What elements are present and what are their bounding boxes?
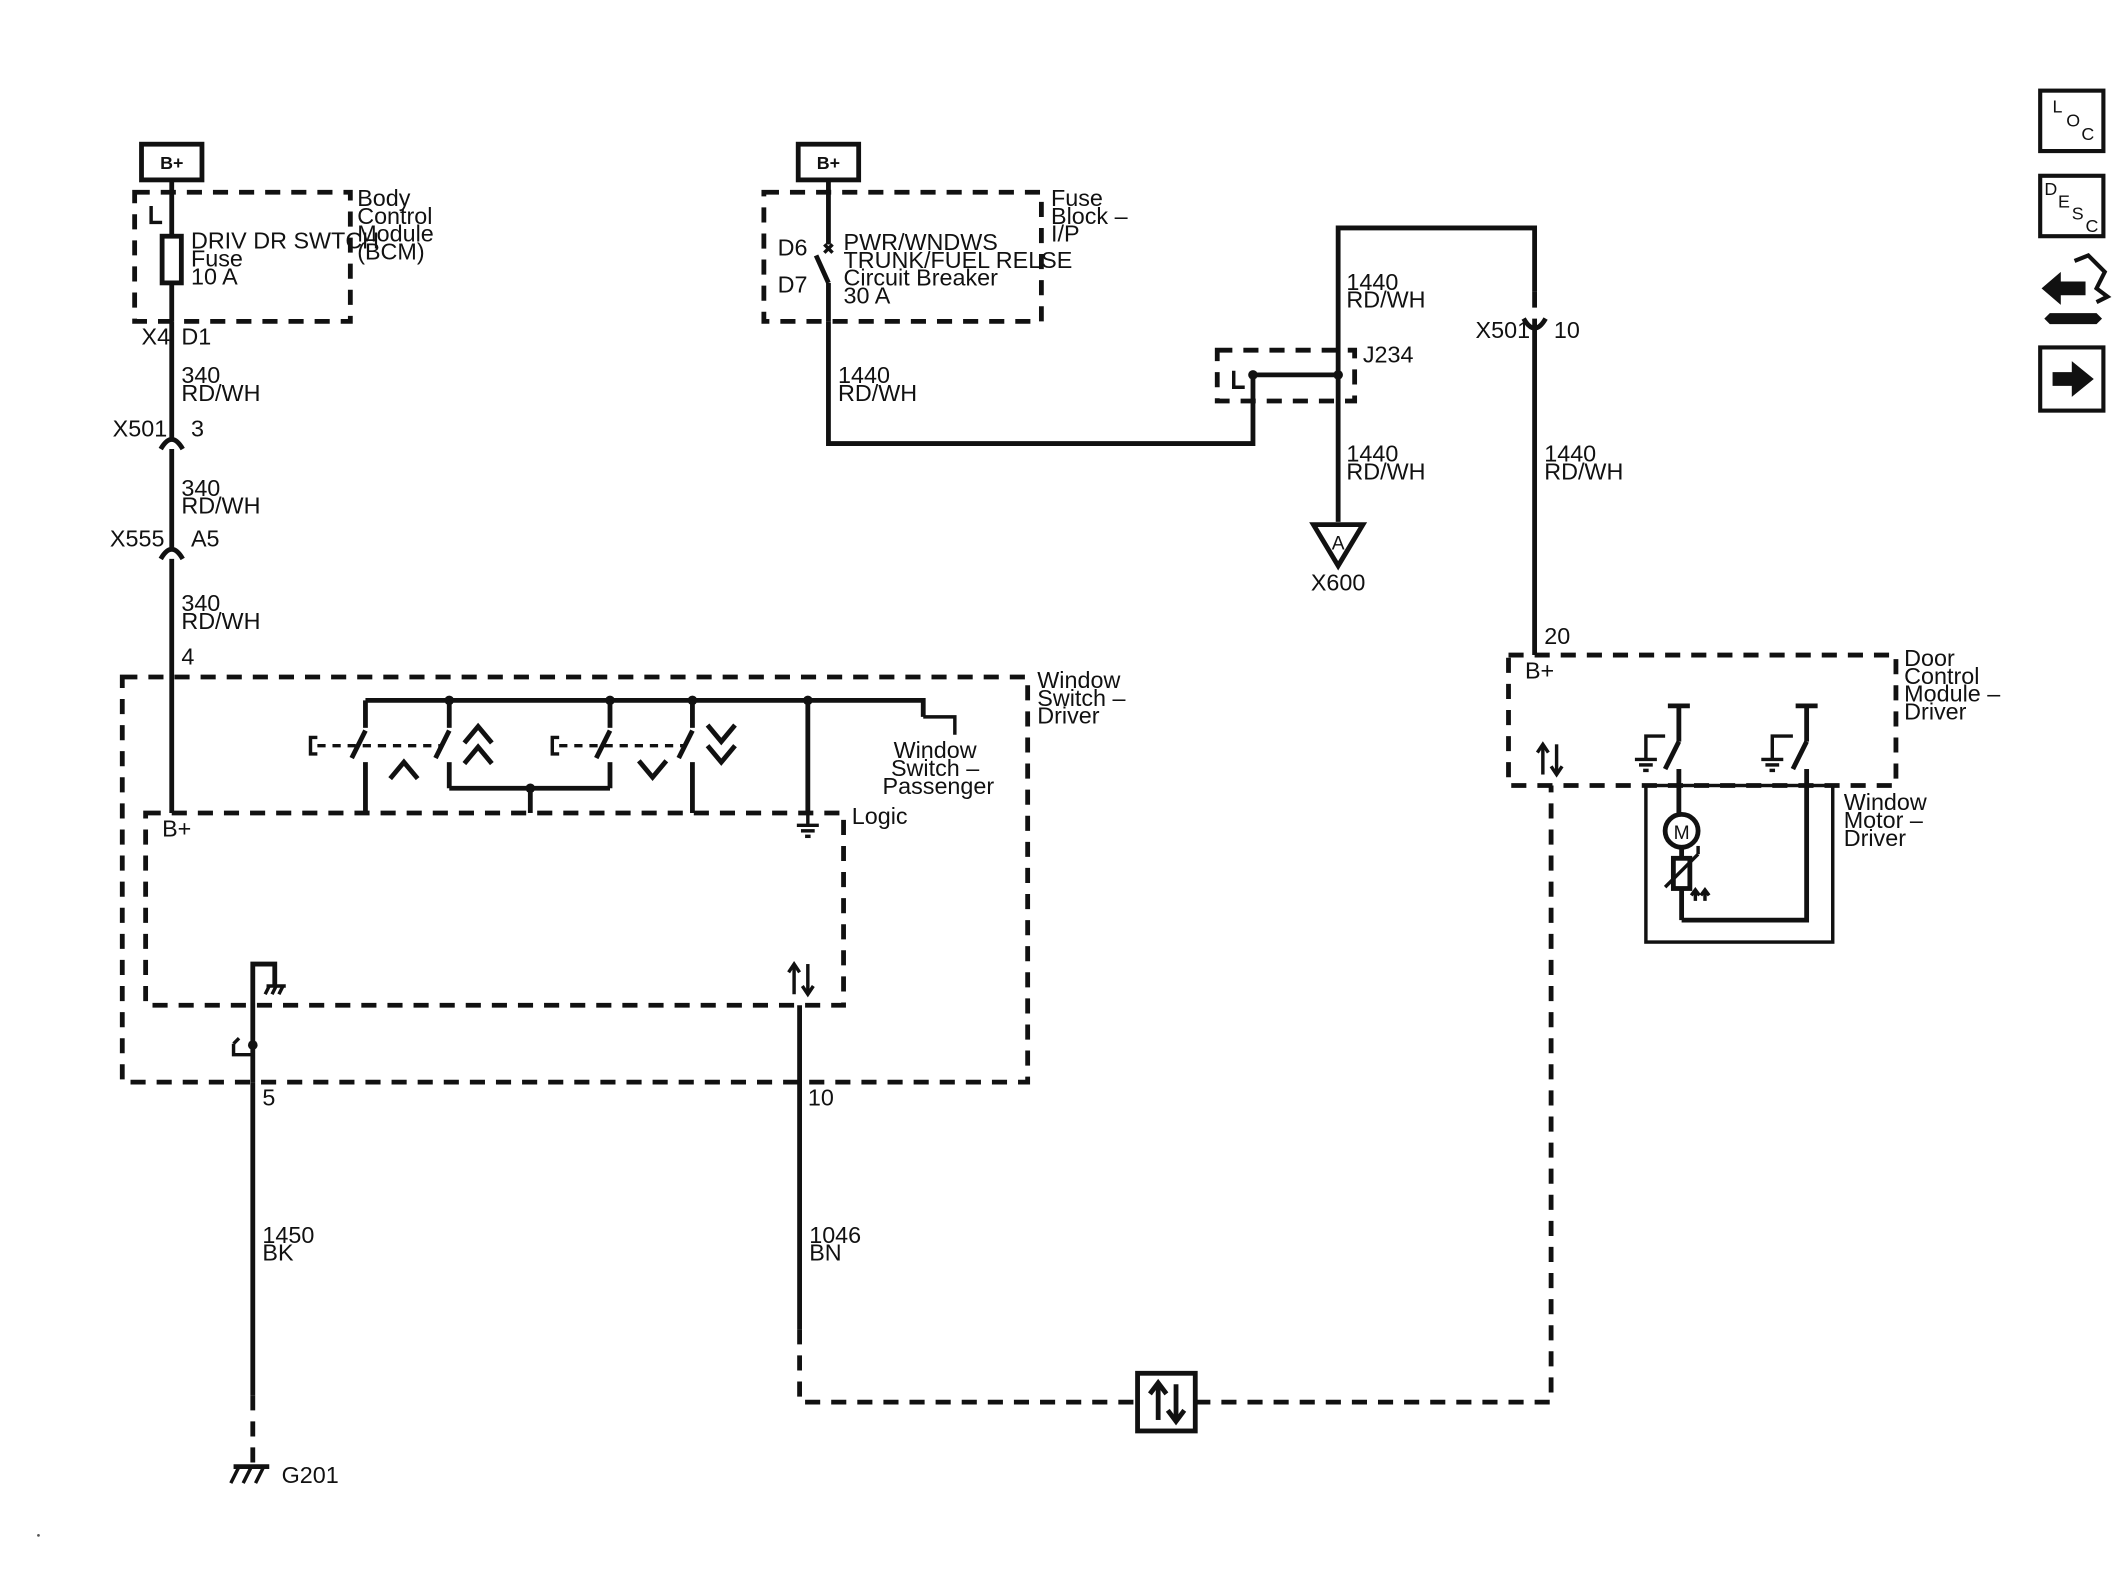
fuse-block-label: Fuse Block – I/P [1051,185,1134,247]
wire-1046-label: 1046 BN [809,1222,867,1266]
window-motor-driver: Window Motor – Driver M [1644,783,1934,944]
fuse-block-pin-d7: D7 [778,272,808,298]
svg-text:X501: X501 [1476,317,1531,343]
circuit-breaker-label: PWR/WNDWS TRUNK/FUEL RELSE Circuit Break… [844,229,1079,309]
serial-data-link-right [1195,785,1554,1405]
switch-down-contact [594,729,613,760]
window-switch-driver-label: Window Switch – Driver [1037,667,1132,729]
window-switch-passenger-label: Window Switch – Passenger [883,737,995,799]
svg-text:X555: X555 [110,526,165,552]
wire-1440-fuse-feed [826,321,1256,446]
next-arrow-icon[interactable] [2038,345,2106,413]
logic-chassis-ground-icon [263,984,286,996]
switch-express-up-contact [433,729,452,760]
svg-text:10: 10 [1554,317,1580,343]
wire-340-label-3: 340 RD/WH [181,590,260,634]
wire-1450-label: 1450 BK [262,1222,320,1266]
serial-data-link-left [797,1329,1138,1405]
express-down-arrow-icon [705,723,737,766]
window-switch-driver: Window Switch – Driver [119,667,1132,1085]
svg-text:L: L [2053,97,2063,117]
up-arrow-icon [388,758,420,781]
wire-340-label-1: 340 RD/WH [181,362,260,406]
connector-x501-left: X501 3 [113,416,204,451]
dcm-serial-data-icon [1535,741,1564,778]
serial-data-bus-icon [1135,1370,1198,1434]
circuit-breaker-symbol [813,254,831,284]
connector-x555: X555 A5 [110,526,220,561]
pin-d1-label: D1 [181,324,211,350]
wire-1440-loop [1335,225,1538,522]
logic-serial-data-icon [787,960,815,998]
switch-up-contact [349,729,368,760]
bcm-label: Body Control Module (BCM) [357,185,440,265]
window-switch-pin-10: 10 [808,1084,834,1110]
description-icon[interactable]: D E S C [2038,173,2106,239]
svg-text:B+: B+ [160,153,183,173]
logic-box [143,810,846,1008]
window-switch-pin-5: 5 [262,1084,275,1110]
wire-1440-label-1: 1440 RD/WH [838,362,917,406]
conn-x4-label: X4 [142,324,171,350]
svg-text:3: 3 [191,416,204,442]
svg-text:X501: X501 [113,416,168,442]
dcm-pin-20: 20 [1544,623,1570,649]
dcm-relay-2-ground-icon [1761,757,1784,773]
dcm-label: Door Control Module – Driver [1904,645,2007,725]
bcm-fuse-label: DRIV DR SWTCH Fuse 10 A [191,228,386,290]
svg-text:J234: J234 [1363,342,1414,368]
fuse-block-pin-d6: D6 [778,234,808,260]
switch-express-down-contact [676,729,695,760]
motor-m-label: M [1674,823,1690,844]
logic-b-plus-label: B+ [162,815,191,841]
down-arrow-icon [637,759,669,782]
connector-x501-right: X501 10 [1476,291,1580,343]
fuse-symbol [159,233,184,286]
dcm-b-plus-label: B+ [1525,657,1554,683]
dcm-relay-2-contact [1790,740,1809,771]
connector-view-icon[interactable] [2041,253,2112,325]
body-control-module: Body Control Module (BCM) DRIV DR SWTCH … [132,185,440,324]
location-icon[interactable]: L O C [2038,88,2106,154]
door-control-module-driver: Door Control Module – Driver B+ [1506,645,2007,788]
svg-text:A5: A5 [191,526,220,552]
splice-j234: J234 [1214,342,1414,404]
window-switch-pin-4: 4 [181,644,194,670]
svg-text:S: S [2072,204,2084,224]
svg-text:C: C [2086,216,2099,236]
wire-340-label-2: 340 RD/WH [181,475,260,519]
svg-text:O: O [2066,110,2080,130]
logic-label: Logic [852,803,908,829]
fuse-block-power-source: B+ [795,141,862,193]
svg-text:X600: X600 [1311,570,1366,596]
svg-text:E: E [2058,191,2070,211]
bcm-power-source: B+ [139,141,205,193]
ground-g201-label: G201 [282,1462,339,1488]
window-motor-label: Window Motor – Driver [1844,789,1934,851]
svg-text:C: C [2081,124,2094,144]
dcm-relay-1-ground-icon [1634,757,1657,773]
wire-1440-label-3: 1440 RD/WH [1346,440,1425,484]
connector-x600: A X600 [1309,522,1368,596]
wire-1440-label-4: 1440 RD/WH [1544,440,1623,484]
wire-1440-label-2: 1440 RD/WH [1346,269,1425,313]
svg-text:A: A [1332,533,1345,554]
logic-ground-icon [796,812,819,839]
fuse-block-ip: Fuse Block – I/P D6 D7 PWR/WNDWS TRUNK/F… [761,185,1134,324]
svg-text:D: D [2044,179,2057,199]
ground-g201-icon [229,1464,270,1484]
express-up-arrow-icon [462,722,494,766]
dcm-relay-1-contact [1662,740,1682,771]
svg-text:B+: B+ [817,153,840,173]
